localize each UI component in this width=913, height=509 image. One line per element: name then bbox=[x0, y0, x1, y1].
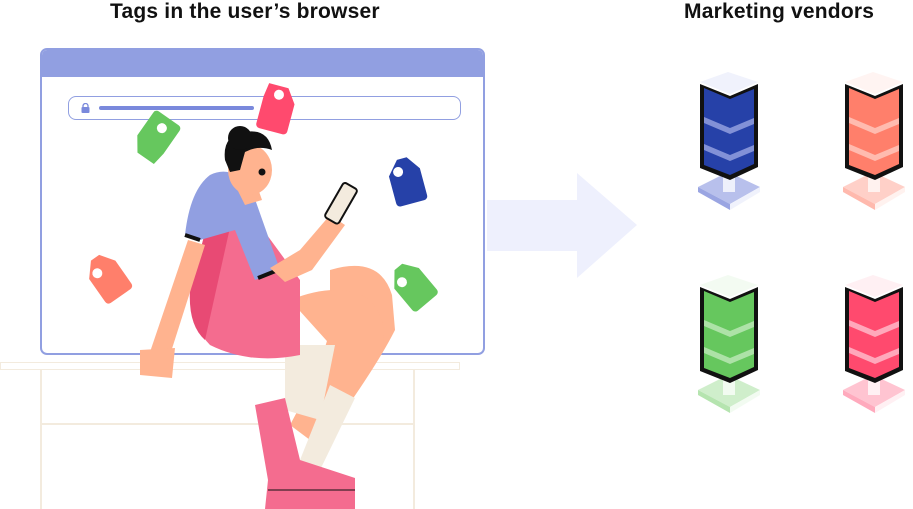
arrow-right-icon bbox=[487, 173, 637, 278]
bench-top bbox=[0, 362, 460, 370]
vendor-server-blue bbox=[688, 72, 768, 222]
bench-leg-left bbox=[40, 370, 42, 509]
bench-crossbar bbox=[40, 423, 415, 425]
vendor-server-red bbox=[833, 275, 913, 425]
server-icon bbox=[698, 275, 760, 413]
vendor-server-green bbox=[688, 275, 768, 425]
server-icon bbox=[843, 72, 905, 210]
bench-leg-right bbox=[413, 370, 415, 509]
tag-green-icon bbox=[137, 110, 181, 165]
url-line bbox=[99, 106, 254, 110]
vendor-server-coral bbox=[833, 72, 913, 222]
tag-green-2-icon bbox=[394, 263, 438, 312]
tag-red-icon bbox=[256, 83, 295, 135]
heading-marketing-vendors: Marketing vendors bbox=[684, 0, 875, 23]
lock-icon bbox=[81, 103, 90, 113]
heading-tags-in-browser: Tags in the user’s browser bbox=[110, 0, 380, 23]
browser-titlebar bbox=[42, 50, 483, 77]
server-icon bbox=[698, 72, 760, 210]
tag-blue-icon bbox=[388, 157, 428, 207]
server-icon bbox=[843, 275, 905, 413]
person-illustration bbox=[140, 126, 395, 509]
tag-coral-icon bbox=[89, 254, 133, 304]
